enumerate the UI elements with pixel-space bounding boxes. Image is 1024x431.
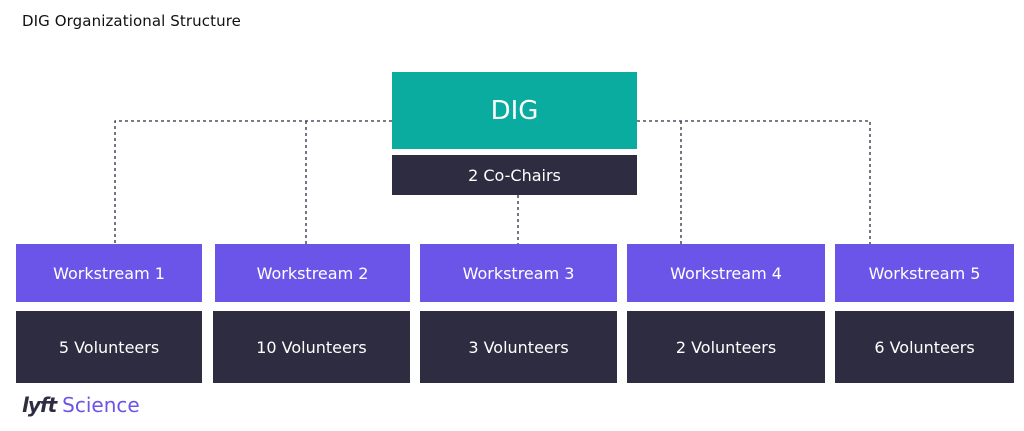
workstream-3-volunteers: 3 Volunteers: [420, 311, 617, 383]
logo-text: Science: [62, 393, 140, 417]
workstream-4-box: Workstream 4: [627, 244, 825, 302]
connector-ws5: [637, 120, 871, 244]
lyft-science-logo: lyft Science: [22, 393, 140, 417]
diagram-title: DIG Organizational Structure: [22, 12, 241, 30]
workstream-1-box: Workstream 1: [16, 244, 202, 302]
workstream-1-volunteers: 5 Volunteers: [16, 311, 202, 383]
connector-ws1: [114, 120, 392, 244]
workstream-3-box: Workstream 3: [420, 244, 617, 302]
workstream-5-volunteers: 6 Volunteers: [835, 311, 1014, 383]
root-leadership-box: 2 Co-Chairs: [392, 155, 637, 195]
root-node-dig: DIG: [392, 72, 637, 149]
workstream-2-volunteers: 10 Volunteers: [213, 311, 410, 383]
workstream-4-volunteers: 2 Volunteers: [627, 311, 825, 383]
lyft-logo-mark: lyft: [22, 393, 57, 417]
workstream-5-box: Workstream 5: [835, 244, 1014, 302]
workstream-2-box: Workstream 2: [215, 244, 410, 302]
